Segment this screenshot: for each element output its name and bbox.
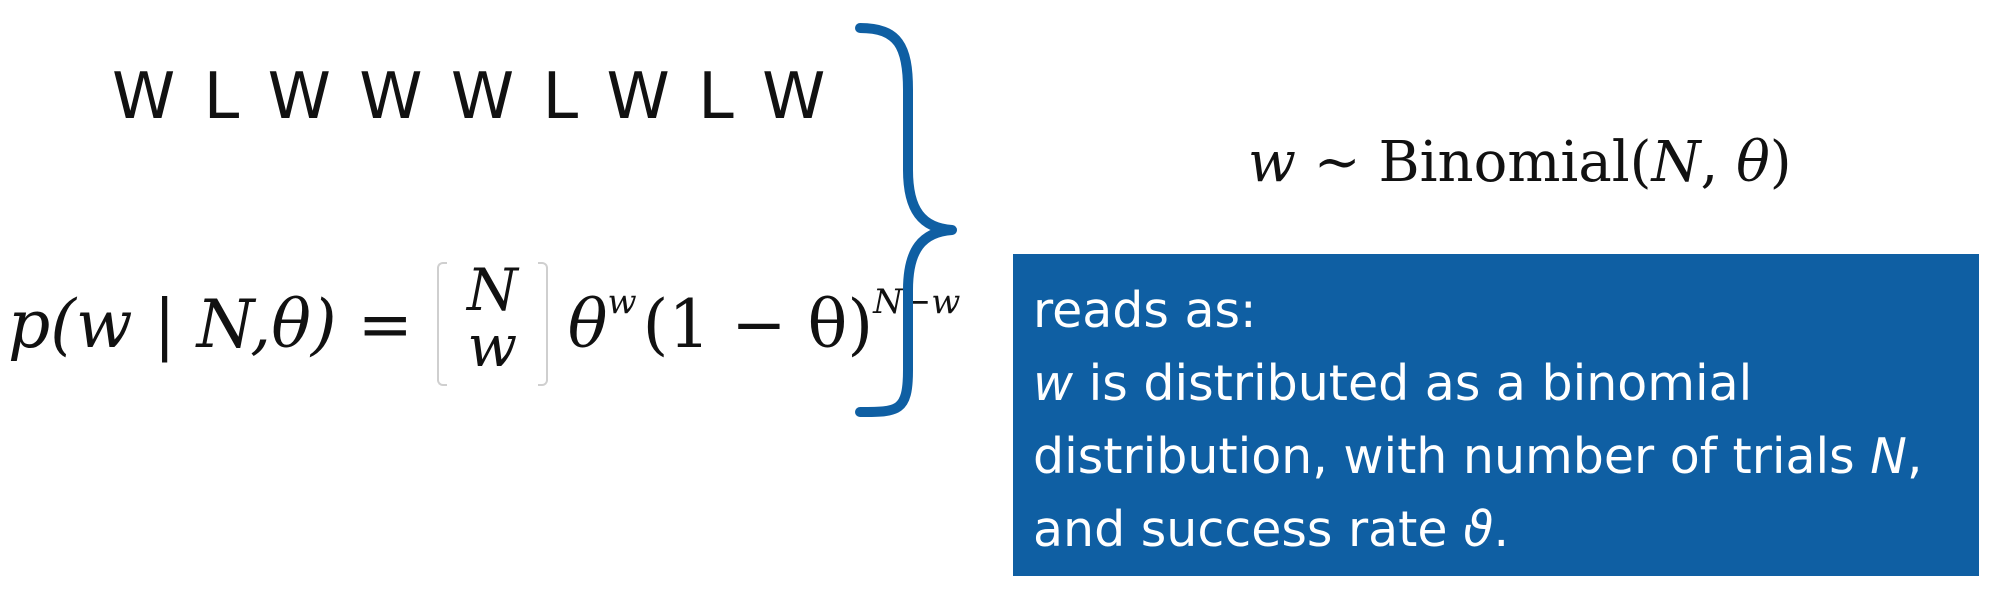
explanation-line-3-suffix: , bbox=[1906, 428, 1923, 485]
binom-left-paren bbox=[436, 262, 447, 386]
explanation-var-w: w bbox=[1033, 355, 1074, 412]
explanation-line-3-text: distribution, with number of trials bbox=[1033, 428, 1871, 485]
formula-factor: (1 − θ) bbox=[642, 285, 874, 363]
model-tilde: ~ bbox=[1295, 130, 1379, 195]
binom-bottom: w bbox=[467, 312, 518, 380]
data-sequence: W L W W W L W L W bbox=[112, 60, 827, 134]
explanation-line-2-text: is distributed as a binomial bbox=[1073, 355, 1753, 412]
model-close: ) bbox=[1769, 130, 1792, 195]
formula-theta: θ bbox=[567, 285, 608, 363]
model-distribution: Binomial( bbox=[1378, 130, 1652, 195]
formula-theta-exponent: w bbox=[607, 282, 637, 322]
curly-brace bbox=[855, 23, 957, 417]
formula-lhs: p(w | N,θ) = bbox=[8, 285, 413, 363]
formula-factor-exponent: N−w bbox=[873, 282, 961, 322]
explanation-line-4: and success rate ϑ. bbox=[1033, 493, 1979, 566]
binom-right-paren bbox=[537, 262, 548, 386]
explanation-line-4-text: and success rate bbox=[1033, 501, 1464, 558]
model-definition: w ~ Binomial(N, θ) bbox=[1248, 130, 1792, 195]
binom-top: N bbox=[466, 256, 518, 324]
model-variable: w bbox=[1248, 130, 1296, 195]
explanation-line-4-suffix: . bbox=[1493, 501, 1510, 558]
explanation-line-2: w is distributed as a binomial bbox=[1033, 347, 1979, 420]
model-sep: , bbox=[1700, 130, 1737, 195]
binomial-coefficient: N w bbox=[466, 256, 518, 380]
explanation-var-theta: ϑ bbox=[1463, 501, 1494, 558]
explanation-box: reads as: w is distributed as a binomial… bbox=[1013, 254, 1979, 576]
explanation-line-3: distribution, with number of trials N, bbox=[1033, 420, 1979, 493]
model-param-n: N bbox=[1651, 130, 1701, 195]
model-param-theta: θ bbox=[1736, 130, 1770, 195]
explanation-line-1: reads as: bbox=[1033, 282, 1257, 339]
explanation-var-n: N bbox=[1870, 428, 1907, 485]
